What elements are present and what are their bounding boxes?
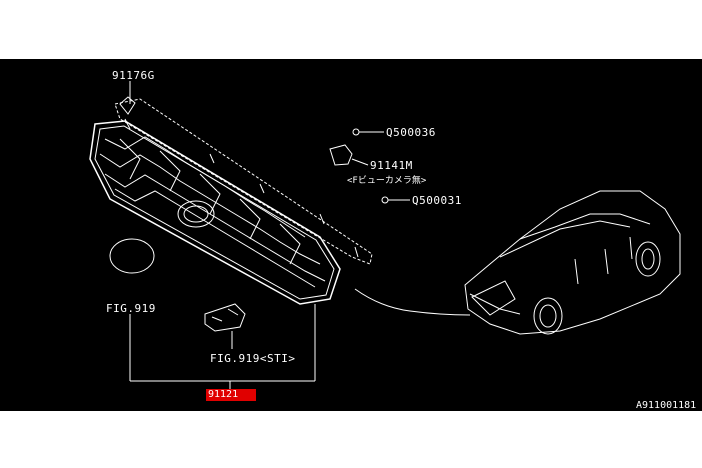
label-Q500031: Q500031 (412, 194, 462, 207)
label-Q500036: Q500036 (386, 126, 436, 139)
label-fig-919-sti: FIG.919<STI> (210, 352, 296, 365)
diagram-drawing (89, 81, 681, 389)
emblem-lens (109, 238, 155, 274)
fastener-parts (329, 128, 410, 204)
center-bracket (204, 303, 246, 332)
upper-bracket-91176G (114, 96, 373, 265)
label-91141M-note: <Fビューカメラ無> (347, 176, 427, 186)
front-grille (89, 120, 341, 305)
leader-lines (129, 81, 316, 389)
label-91176G: 91176G (112, 69, 155, 82)
label-91121[interactable]: 91121 (206, 389, 257, 401)
parts-diagram: 91176G Q500036 91141M <Fビューカメラ無> Q500031… (0, 59, 702, 411)
diagram-code: A911001181 (636, 400, 697, 411)
location-arrow (354, 288, 471, 316)
label-91141M: 91141M (370, 159, 413, 172)
car-illustration (464, 190, 681, 335)
label-fig-919: FIG.919 (106, 302, 156, 315)
